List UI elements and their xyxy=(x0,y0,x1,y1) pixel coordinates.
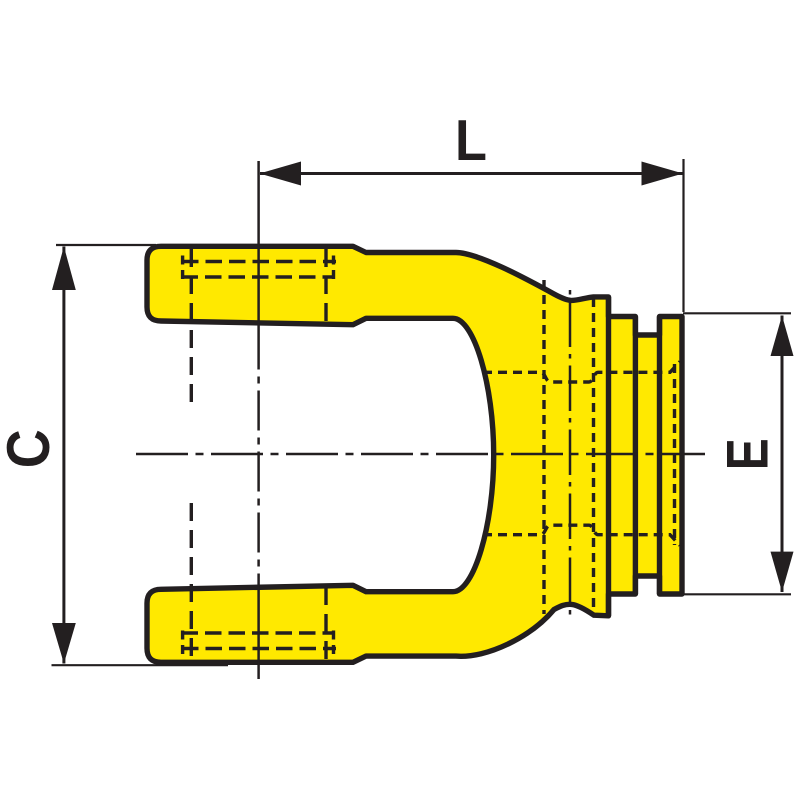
svg-text:E: E xyxy=(716,438,781,470)
svg-text:L: L xyxy=(455,108,487,173)
svg-text:C: C xyxy=(0,429,63,468)
